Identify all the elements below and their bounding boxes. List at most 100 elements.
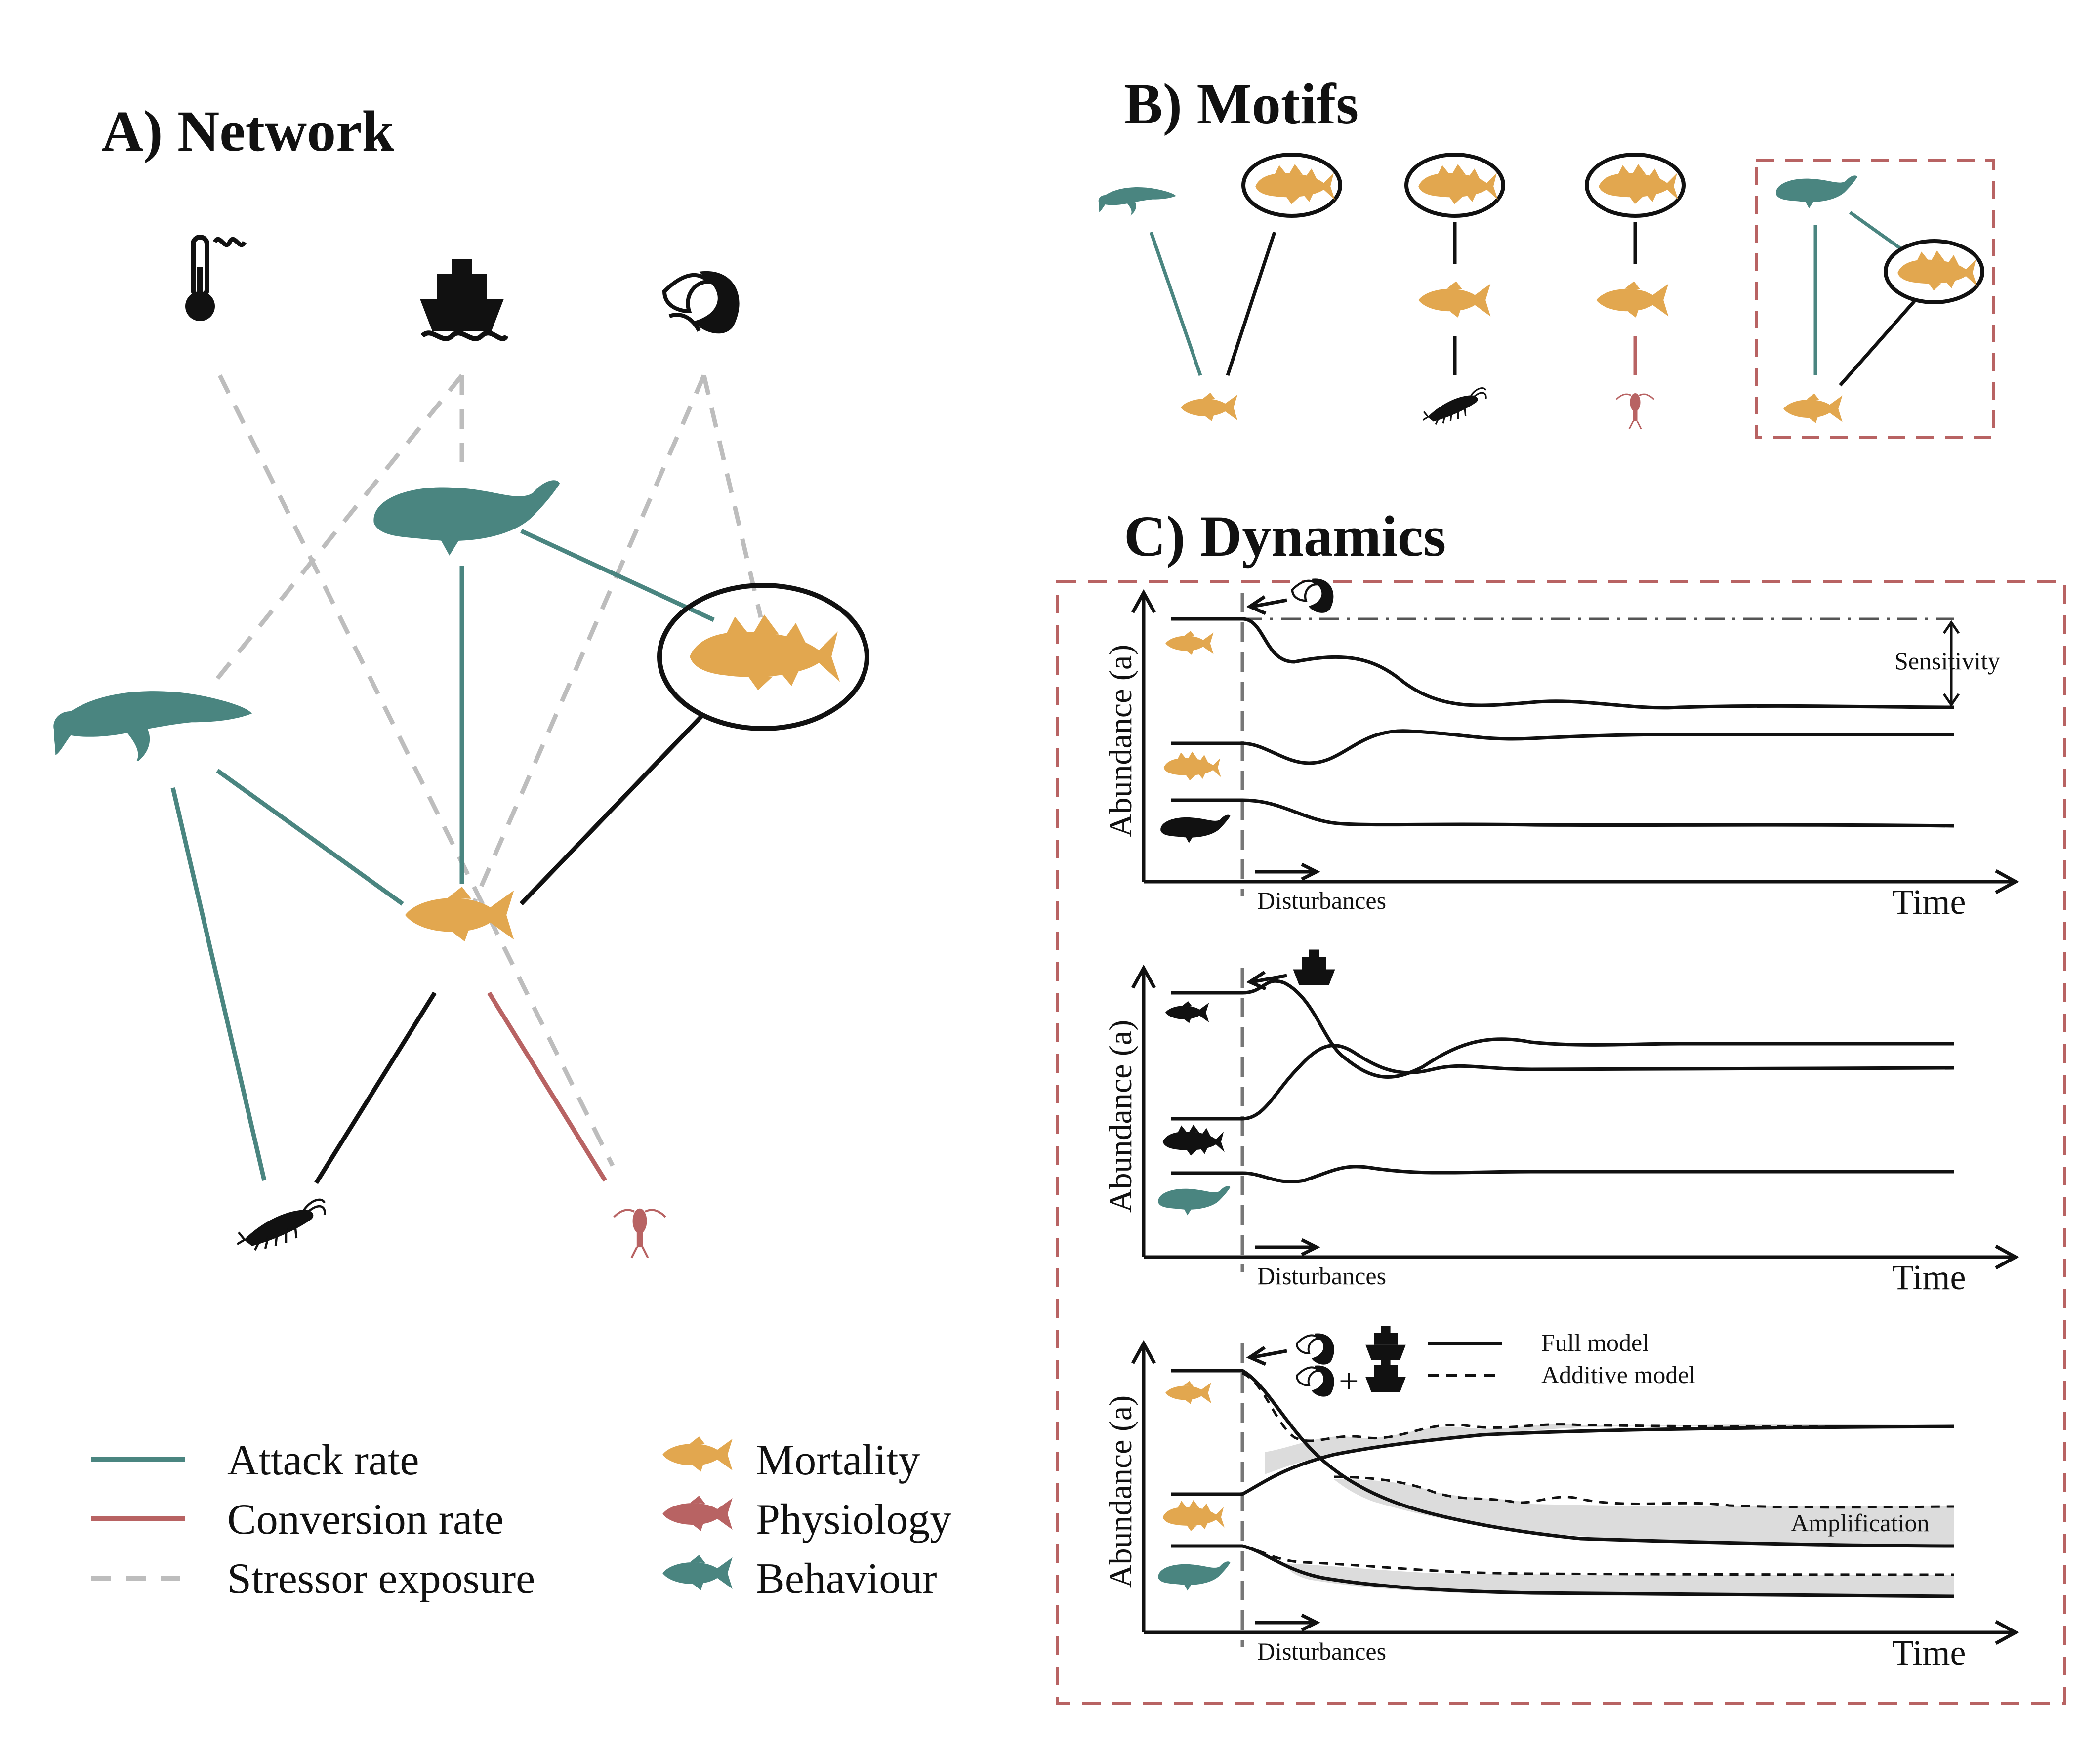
cod-additive-trajectory (1333, 1475, 1954, 1509)
legend-conversion-label: Conversion rate (227, 1496, 504, 1544)
motif-4 (1755, 159, 1995, 439)
link-humpback-krill (170, 787, 267, 1181)
motif-1-link-a (1149, 231, 1202, 376)
stressor-arrow (1246, 1346, 1287, 1366)
legend-behaviour-label: Behaviour (756, 1555, 937, 1603)
stressor-links (213, 374, 763, 1167)
motif-highlight-box (1755, 159, 1995, 439)
cod-icon (1418, 164, 1498, 204)
capelin-icon (1181, 393, 1237, 421)
capelin-icon (1165, 631, 1214, 655)
dynamics-plot-3: Abundance (a) Time Disturbances + (1103, 1326, 2019, 1672)
right-whale-icon (1160, 814, 1231, 843)
cod-icon (1897, 250, 1977, 291)
link-humpback-capelin (216, 769, 404, 906)
copepod-icon (1615, 392, 1655, 430)
legend-attack-label: Attack rate (227, 1436, 419, 1484)
krill-icon (237, 1200, 325, 1250)
disturbance-arrow (1255, 1238, 1320, 1257)
krill-icon (1423, 387, 1487, 426)
sensitivity-label: Sensitivity (1894, 647, 2000, 675)
y-axis-arrow (1131, 1340, 1156, 1364)
legend-physiology-label: Physiology (756, 1496, 951, 1544)
rightwhale-additive-trajectory (1242, 1545, 1954, 1576)
cod-icon (1163, 751, 1221, 781)
motif-1-link-b (1226, 231, 1276, 376)
ship-icon (1293, 949, 1335, 985)
humpback-whale-icon (53, 691, 252, 761)
y-axis-arrow (1131, 589, 1156, 613)
motif-4-link-a (1849, 211, 1903, 251)
dynamics-highlight-box (1056, 580, 2066, 1705)
plus-sign: + (1339, 1361, 1359, 1401)
legend-behaviour-fish-icon (662, 1555, 733, 1590)
rightwhale-trajectory (1171, 1165, 1954, 1183)
y-axis-label: Abundance (a) (1103, 1020, 1139, 1213)
humpback-whale-icon (1098, 187, 1176, 216)
cod-trajectory (1171, 617, 1954, 710)
motif-3 (1585, 153, 1686, 430)
right-whale-icon (1158, 1561, 1231, 1591)
capelin-icon (1418, 281, 1491, 318)
focal-species-highlight (657, 583, 869, 731)
ship-icon (1365, 1358, 1406, 1392)
link-net-cod (701, 374, 763, 618)
x-axis-label: Time (1892, 882, 1966, 922)
x-axis-label: Time (1892, 1258, 1966, 1297)
x-axis-arrow (1995, 1244, 2019, 1270)
disturbance-arrow (1255, 862, 1320, 881)
link-net-capelin (467, 374, 706, 915)
rightwhale-full-trajectory (1171, 1544, 1954, 1598)
attack-links (170, 529, 715, 1181)
cod-icon (690, 614, 840, 691)
dynamics-plot-1: Abundance (a) Time Disturbances Sensitiv… (1103, 578, 2019, 922)
ship-icon (1365, 1326, 1406, 1360)
sensitivity-arrow (1942, 620, 1960, 707)
focal-species-highlight (1404, 153, 1505, 218)
link-cod-capelin (519, 712, 706, 906)
amplification-region-2 (1334, 1479, 1954, 1546)
link-capelin-copepod (487, 991, 607, 1182)
network-panel-title: A) Network (101, 99, 394, 163)
stressor-arrow (1246, 595, 1287, 615)
trophic-links (314, 712, 706, 1184)
legend: Attack rate Conversion rate Stressor exp… (91, 1436, 951, 1603)
right-whale-icon (373, 480, 560, 556)
full-model-label: Full model (1541, 1329, 1649, 1356)
x-axis-arrow (1995, 869, 2019, 895)
x-axis-arrow (1995, 1620, 2019, 1645)
disturbance-arrow (1255, 1613, 1320, 1632)
ship-icon (420, 259, 509, 341)
disturbance-label: Disturbances (1257, 887, 1386, 914)
cod-icon (1599, 164, 1679, 204)
amplification-region-3 (1284, 1563, 1954, 1596)
legend-physiology-fish-icon (662, 1496, 733, 1531)
link-temperature-copepod (217, 374, 615, 1167)
legend-stressor-label: Stressor exposure (227, 1555, 535, 1603)
y-axis-label: Abundance (a) (1103, 1395, 1139, 1588)
cod-full-trajectory (1171, 1424, 1954, 1496)
fishing-net-icon (1291, 578, 1334, 613)
copepod-icon (614, 1209, 666, 1258)
amplification-label: Amplification (1791, 1509, 1930, 1537)
focal-species-highlight (1884, 239, 1984, 304)
capelin-icon (1165, 1381, 1211, 1404)
thermometer-icon (185, 235, 247, 321)
legend-mortality-fish-icon (662, 1436, 733, 1472)
capelin-icon (1596, 281, 1669, 318)
fishing-net-icon (1295, 1365, 1334, 1397)
rightwhale-trajectory (1171, 798, 1954, 828)
focal-species-highlight (1241, 153, 1342, 218)
cod-icon (1255, 164, 1335, 204)
right-whale-icon (1775, 175, 1857, 209)
motif-2 (1404, 153, 1505, 426)
link-rightwhale-cod (520, 529, 715, 622)
focal-species-highlight (1585, 153, 1686, 218)
link-capelin-krill (314, 991, 437, 1184)
right-whale-icon (1158, 1186, 1231, 1216)
amplification-region-1 (1265, 1424, 1954, 1474)
motif-1 (1098, 153, 1342, 421)
legend-mortality-label: Mortality (756, 1436, 920, 1484)
cod-icon (1162, 1500, 1225, 1531)
